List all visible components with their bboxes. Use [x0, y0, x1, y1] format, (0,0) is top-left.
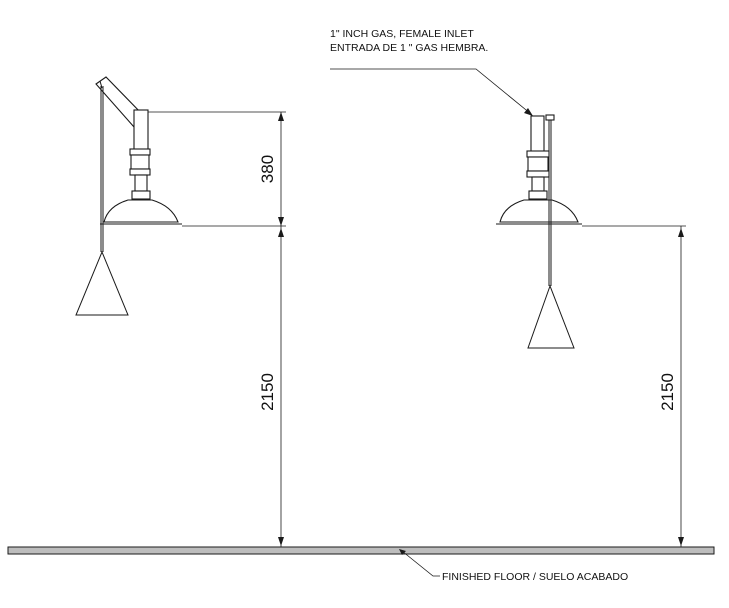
finished-floor [7, 546, 715, 555]
right-dimension-2150: 2150 [582, 225, 686, 547]
left-shower-head [100, 199, 182, 225]
floor-label: FINISHED FLOOR / SUELO ACABADO [442, 571, 628, 583]
left-dimension-380: 380 [148, 111, 286, 227]
inlet-label-english: 1" INCH GAS, FEMALE INLET [330, 28, 474, 40]
right-shower-unit [496, 114, 582, 349]
inlet-callout: 1" INCH GAS, FEMALE INLET ENTRADA DE 1 "… [330, 28, 533, 116]
right-pull-handle [527, 114, 575, 349]
left-valve-body [129, 109, 151, 200]
left-dimension-2150: 2150 [258, 226, 284, 547]
inlet-label-spanish: ENTRADA DE 1 " GAS HEMBRA. [330, 42, 488, 54]
floor-callout: FINISHED FLOOR / SUELO ACABADO [399, 549, 628, 583]
left-height-dimension-label: 2150 [258, 373, 277, 411]
right-shower-head [496, 199, 582, 225]
right-height-dimension-label: 2150 [658, 373, 677, 411]
left-pull-handle [75, 86, 129, 316]
left-shower-unit [75, 76, 182, 316]
right-valve-body [526, 115, 550, 200]
left-head-dimension-label: 380 [258, 155, 277, 183]
